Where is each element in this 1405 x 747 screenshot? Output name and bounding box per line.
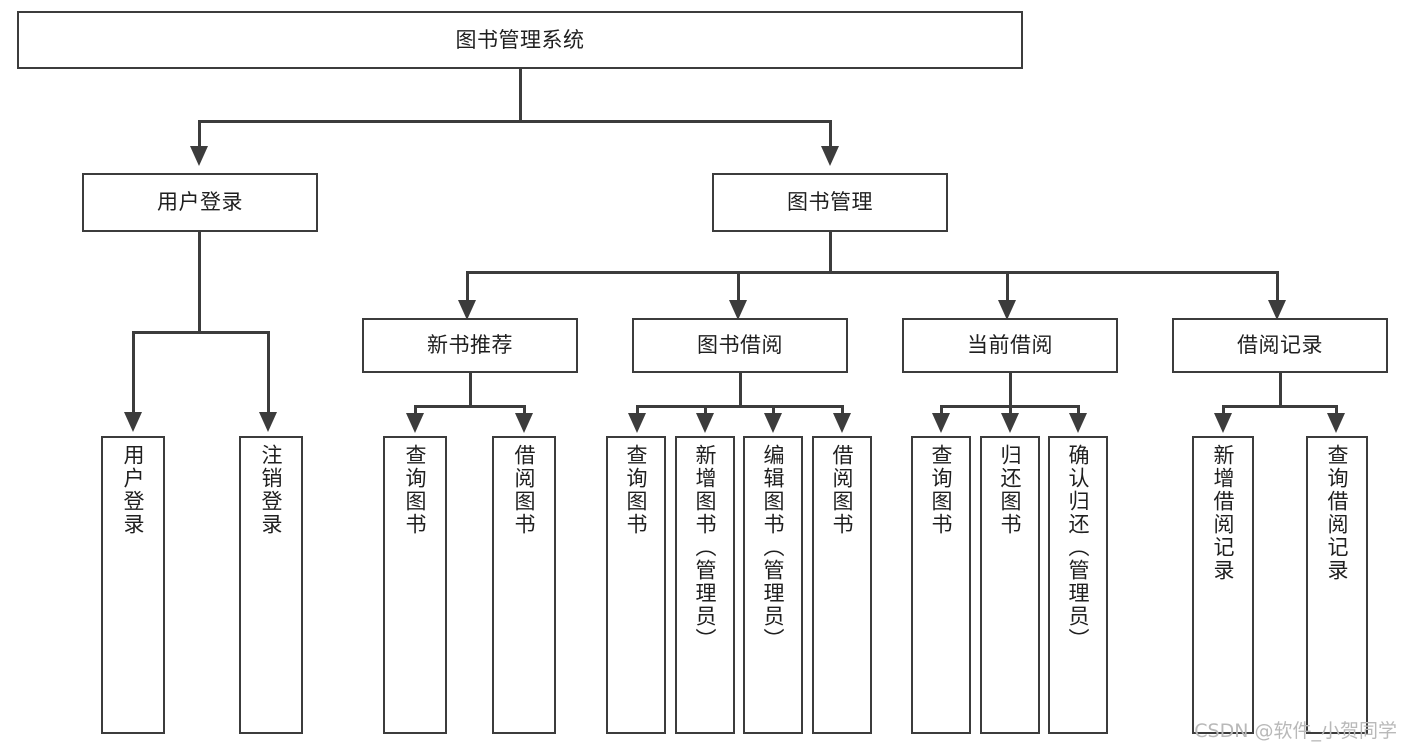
node-user-login[interactable]: 用户登录 bbox=[82, 173, 318, 232]
arrowhead-leaf-logout bbox=[259, 412, 277, 432]
leaf-query-book-current[interactable]: 查询图书 bbox=[911, 436, 971, 734]
node-label: 用户登录 bbox=[121, 444, 146, 536]
node-borrow-record[interactable]: 借阅记录 bbox=[1172, 318, 1388, 373]
connector-bookborrow-drop-1 bbox=[636, 405, 639, 414]
arrowhead-leaf-edit-book bbox=[764, 413, 782, 433]
arrowhead-leaf-user-login bbox=[124, 412, 142, 432]
connector-userlogin-stem bbox=[198, 232, 201, 333]
arrowhead-leaf-add-book bbox=[696, 413, 714, 433]
connector-bookborrow-drop-3 bbox=[772, 405, 775, 414]
node-new-book-recommend[interactable]: 新书推荐 bbox=[362, 318, 578, 373]
connector-borrowrecord-bus bbox=[1222, 405, 1338, 408]
connector-root-drop-2 bbox=[829, 120, 832, 147]
leaf-borrow-book-newbook[interactable]: 借阅图书 bbox=[492, 436, 556, 734]
arrowhead-borrow-record bbox=[1268, 300, 1286, 320]
arrowhead-leaf-query-book-3 bbox=[932, 413, 950, 433]
connector-newbook-drop-2 bbox=[523, 405, 526, 414]
csdn-watermark: CSDN @软件_小贺同学 bbox=[1194, 720, 1397, 742]
node-label: 图书管理 bbox=[787, 190, 873, 215]
node-label: 注销登录 bbox=[259, 444, 284, 536]
node-label: 当前借阅 bbox=[967, 333, 1053, 358]
connector-bookmanage-drop-2 bbox=[737, 271, 740, 301]
connector-currentborrow-drop-2 bbox=[1009, 405, 1012, 414]
connector-newbook-bus bbox=[414, 405, 526, 408]
node-label: 归还图书 bbox=[998, 444, 1023, 536]
node-label: 查询借阅记录 bbox=[1325, 444, 1350, 582]
connector-currentborrow-drop-1 bbox=[940, 405, 943, 414]
connector-currentborrow-stem bbox=[1009, 373, 1012, 407]
arrowhead-leaf-query-record bbox=[1327, 413, 1345, 433]
arrowhead-book-manage bbox=[821, 146, 839, 166]
arrowhead-leaf-return-book bbox=[1001, 413, 1019, 433]
arrowhead-leaf-query-book-2 bbox=[628, 413, 646, 433]
leaf-query-book-borrow[interactable]: 查询图书 bbox=[606, 436, 666, 734]
arrowhead-leaf-borrow-book-2 bbox=[833, 413, 851, 433]
node-label: 查询图书 bbox=[403, 444, 428, 536]
leaf-borrow-book-borrow[interactable]: 借阅图书 bbox=[812, 436, 872, 734]
connector-root-bus bbox=[198, 120, 832, 123]
connector-bookmanage-stem bbox=[829, 232, 832, 273]
leaf-query-book-newbook[interactable]: 查询图书 bbox=[383, 436, 447, 734]
node-label: 图书管理系统 bbox=[455, 27, 585, 52]
connector-root-drop-1 bbox=[198, 120, 201, 147]
arrowhead-leaf-query-book-1 bbox=[406, 413, 424, 433]
node-label: 用户登录 bbox=[157, 190, 243, 215]
arrowhead-user-login bbox=[190, 146, 208, 166]
node-label: 查询图书 bbox=[929, 444, 954, 536]
node-label: 借阅图书 bbox=[512, 444, 537, 536]
arrowhead-new-book bbox=[458, 300, 476, 320]
node-label: 查询图书 bbox=[624, 444, 649, 536]
leaf-user-login[interactable]: 用户登录 bbox=[101, 436, 165, 734]
connector-currentborrow-drop-3 bbox=[1077, 405, 1080, 414]
connector-bookmanage-bus bbox=[466, 271, 1279, 274]
arrowhead-current-borrow bbox=[998, 300, 1016, 320]
connector-bookmanage-drop-1 bbox=[466, 271, 469, 301]
node-root-system[interactable]: 图书管理系统 bbox=[17, 11, 1023, 69]
node-current-borrow[interactable]: 当前借阅 bbox=[902, 318, 1118, 373]
node-label: 新书推荐 bbox=[427, 333, 513, 358]
connector-root-stem bbox=[519, 69, 522, 121]
arrowhead-leaf-add-record bbox=[1214, 413, 1232, 433]
connector-newbook-drop-1 bbox=[414, 405, 417, 414]
node-label: 借阅图书 bbox=[830, 444, 855, 536]
connector-bookborrow-drop-4 bbox=[841, 405, 844, 414]
arrowhead-leaf-borrow-book-1 bbox=[515, 413, 533, 433]
arrowhead-leaf-confirm-return bbox=[1069, 413, 1087, 433]
arrowhead-book-borrow bbox=[729, 300, 747, 320]
connector-borrowrecord-drop-2 bbox=[1335, 405, 1338, 414]
leaf-return-book[interactable]: 归还图书 bbox=[980, 436, 1040, 734]
connector-bookmanage-drop-4 bbox=[1276, 271, 1279, 301]
connector-bookborrow-drop-2 bbox=[704, 405, 707, 414]
connector-borrowrecord-drop-1 bbox=[1222, 405, 1225, 414]
node-label: 新增借阅记录 bbox=[1211, 444, 1236, 582]
connector-userlogin-drop-2 bbox=[267, 331, 270, 413]
node-book-borrow[interactable]: 图书借阅 bbox=[632, 318, 848, 373]
node-label: 确认归还（管理员） bbox=[1066, 444, 1091, 651]
leaf-logout[interactable]: 注销登录 bbox=[239, 436, 303, 734]
connector-userlogin-drop-1 bbox=[132, 331, 135, 413]
connector-bookborrow-stem bbox=[739, 373, 742, 407]
connector-userlogin-bus bbox=[132, 331, 269, 334]
connector-bookmanage-drop-3 bbox=[1006, 271, 1009, 301]
leaf-add-book-admin[interactable]: 新增图书（管理员） bbox=[675, 436, 735, 734]
node-book-management[interactable]: 图书管理 bbox=[712, 173, 948, 232]
node-label: 借阅记录 bbox=[1237, 333, 1323, 358]
node-label: 图书借阅 bbox=[697, 333, 783, 358]
connector-borrowrecord-stem bbox=[1279, 373, 1282, 407]
leaf-add-borrow-record[interactable]: 新增借阅记录 bbox=[1192, 436, 1254, 734]
connector-bookborrow-bus bbox=[636, 405, 844, 408]
leaf-query-borrow-record[interactable]: 查询借阅记录 bbox=[1306, 436, 1368, 734]
node-label: 编辑图书（管理员） bbox=[761, 444, 786, 651]
leaf-edit-book-admin[interactable]: 编辑图书（管理员） bbox=[743, 436, 803, 734]
node-label: 新增图书（管理员） bbox=[693, 444, 718, 651]
leaf-confirm-return-admin[interactable]: 确认归还（管理员） bbox=[1048, 436, 1108, 734]
connector-newbook-stem bbox=[469, 373, 472, 407]
